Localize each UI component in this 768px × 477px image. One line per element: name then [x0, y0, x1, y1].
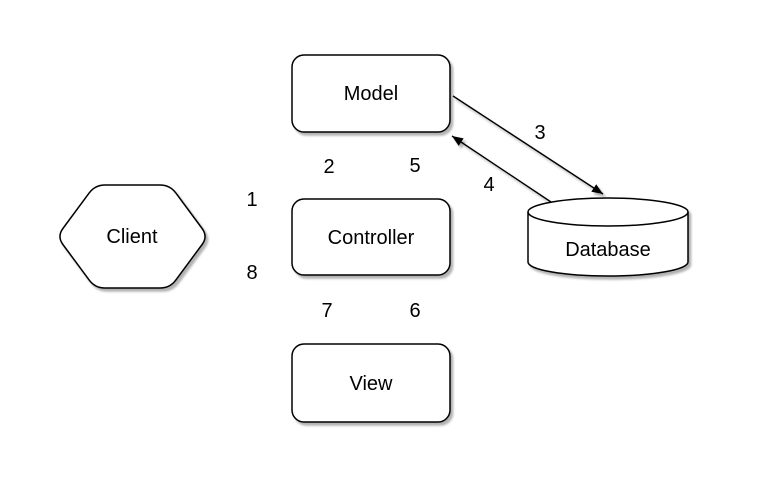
node-client: Client — [59, 184, 206, 289]
edge-model-to-database: 3 — [452, 95, 604, 195]
node-model: Model — [291, 54, 451, 133]
edge-label-3: 3 — [534, 122, 545, 144]
database-cylinder — [527, 197, 689, 277]
arrow-3 — [452, 95, 604, 195]
edge-client-to-controller: 1 — [200, 189, 289, 225]
edge-label-6: 6 — [409, 300, 420, 322]
view-box — [291, 343, 451, 423]
client-label: Client — [106, 226, 158, 248]
edge-database-to-model: 4 — [451, 135, 552, 203]
edge-controller-to-client: 8 — [203, 249, 291, 284]
model-box — [291, 54, 451, 133]
client-hexagon — [59, 184, 206, 289]
edge-model-to-controller: 5 — [383, 133, 421, 195]
edges: 1 8 2 5 7 6 3 4 — [200, 95, 604, 344]
edge-label-2: 2 — [323, 156, 334, 178]
edge-view-to-controller: 7 — [321, 279, 358, 344]
node-controller: Controller — [291, 198, 451, 276]
controller-box — [291, 198, 451, 276]
view-label: View — [350, 373, 394, 395]
nodes: Model Controller View Client Database — [59, 54, 689, 423]
database-cylinder-rim — [527, 211, 689, 227]
edge-controller-to-model: 2 — [323, 135, 357, 199]
node-view: View — [291, 343, 451, 423]
arrow-4 — [451, 135, 552, 203]
edge-label-4: 4 — [483, 174, 494, 196]
edge-controller-to-view: 6 — [383, 276, 421, 340]
node-database: Database — [527, 197, 689, 277]
edge-label-7: 7 — [321, 300, 332, 322]
edge-label-8: 8 — [246, 262, 257, 284]
controller-label: Controller — [328, 227, 415, 249]
edge-label-5: 5 — [409, 155, 420, 177]
model-label: Model — [344, 83, 398, 105]
edge-label-1: 1 — [246, 189, 257, 211]
database-label: Database — [565, 239, 651, 261]
